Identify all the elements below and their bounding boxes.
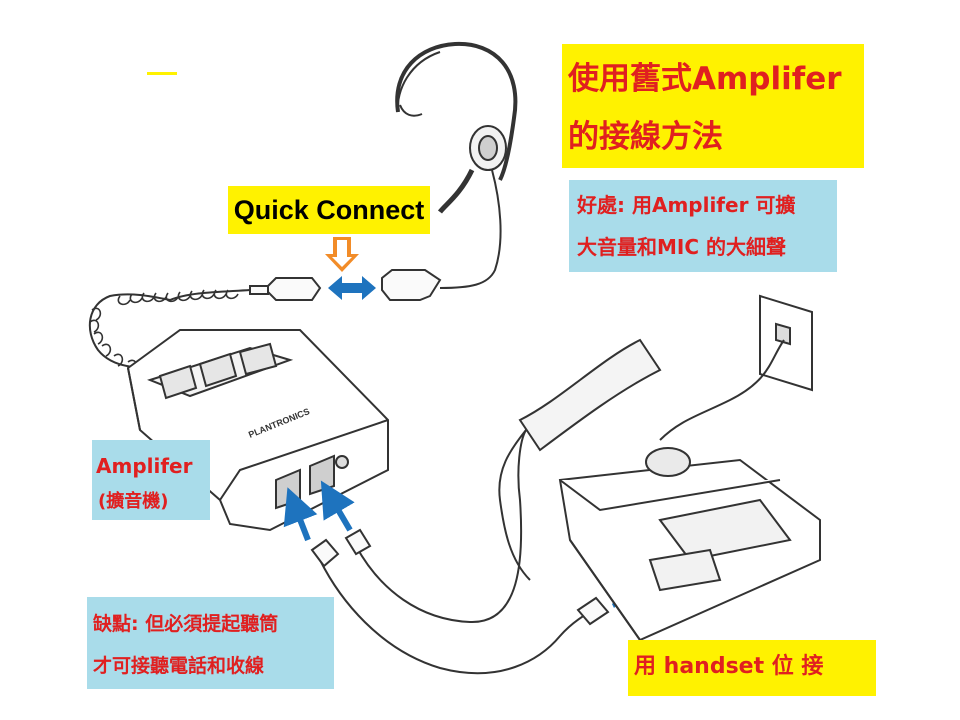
quick-connect-label: Quick Connect	[228, 186, 430, 234]
amplifier-label: Amplifer (擴音機)	[92, 440, 210, 520]
diagram-title: 使用舊式Amplifer 的接線方法	[562, 44, 864, 168]
handset-coil-cord	[498, 429, 531, 581]
phone-cables	[319, 429, 601, 675]
drawback-line-2: 才可接聽電話和收線	[93, 655, 265, 677]
benefit-note: 好處: 用Amplifer 可擴 大音量和MIC 的大細聲	[569, 180, 837, 272]
drawback-note: 缺點: 但必須提起聽筒 才可接聽電話和收線	[87, 597, 334, 689]
blue-arrow-icon	[320, 480, 355, 532]
amplifier-line-1: Amplifer	[96, 454, 193, 478]
headset-icon	[381, 41, 518, 301]
yellow-mark	[147, 72, 177, 75]
quick-connect-plug-icon	[249, 277, 322, 301]
title-line-2: 的接線方法	[568, 119, 723, 155]
double-arrow-icon	[328, 276, 376, 300]
wall-cord	[659, 339, 785, 441]
blue-arrow-icon	[283, 487, 318, 542]
benefit-line-2: 大音量和MIC 的大細聲	[577, 235, 786, 259]
drawback-line-1: 缺點: 但必須提起聽筒	[93, 613, 279, 635]
telephone-icon	[518, 294, 821, 642]
handset-note: 用 handset 位 接	[628, 640, 876, 696]
orange-down-arrow-icon	[325, 237, 359, 272]
rj-plug-icon	[310, 528, 610, 626]
amplifier-line-2: (擴音機)	[98, 491, 169, 512]
benefit-line-1: 好處: 用Amplifer 可擴	[577, 193, 796, 217]
title-line-1: 使用舊式Amplifer	[568, 61, 842, 97]
